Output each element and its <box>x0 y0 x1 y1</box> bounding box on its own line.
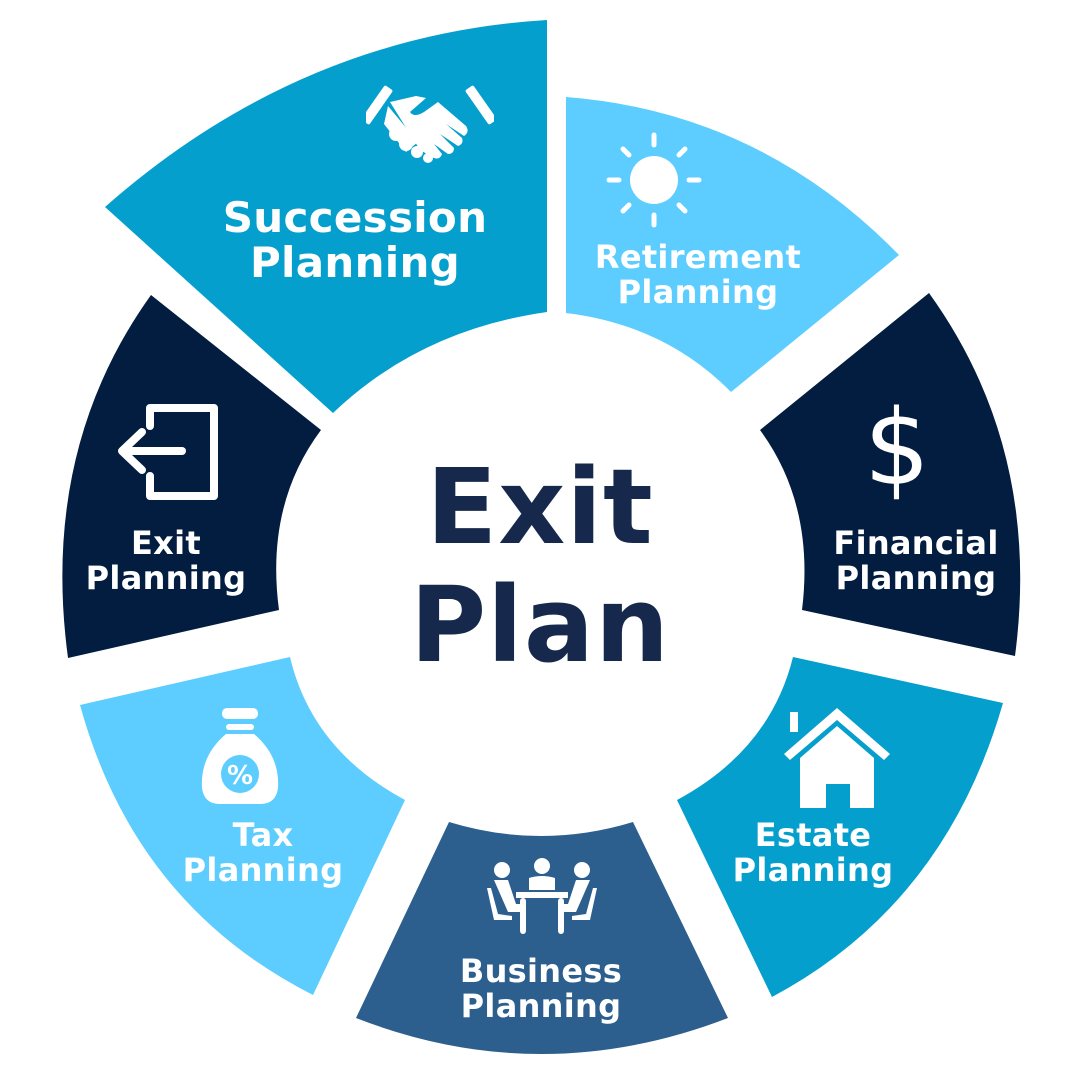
segment-estate <box>677 657 1003 997</box>
label-exit-line1: Exit <box>131 524 201 562</box>
label-estate: Estate Planning <box>733 818 894 887</box>
label-financial-line2: Planning <box>835 558 997 597</box>
handshake-icon <box>366 85 494 163</box>
label-business: Business Planning <box>460 954 622 1023</box>
segment-financial <box>760 293 1021 656</box>
label-estate-line1: Estate <box>754 816 872 854</box>
label-retirement-line1: Retirement <box>594 238 802 276</box>
center-title: Exit Plan <box>410 448 670 684</box>
label-tax-line1: Tax <box>232 816 294 854</box>
label-exit-line2: Planning <box>85 558 247 597</box>
money-bag-percent-icon: % <box>201 708 279 804</box>
center-title-line2: Plan <box>409 564 671 686</box>
label-tax: Tax Planning <box>183 818 344 887</box>
label-succession-line2: Planning <box>249 238 461 288</box>
svg-text:%: % <box>227 761 253 791</box>
label-business-line1: Business <box>459 952 623 990</box>
label-financial-line1: Financial <box>833 524 999 562</box>
label-retirement: Retirement Planning <box>595 240 801 309</box>
segment-exit <box>62 295 321 658</box>
dollar-icon: $ <box>863 387 931 509</box>
label-retirement-line2: Planning <box>617 272 779 311</box>
label-succession: Succession Planning <box>223 195 488 286</box>
segment-business <box>356 822 728 1054</box>
label-financial: Financial Planning <box>833 526 998 595</box>
sun-icon <box>606 132 702 228</box>
house-icon <box>784 708 890 808</box>
label-tax-line2: Planning <box>182 850 344 889</box>
label-succession-line1: Succession <box>222 193 488 242</box>
exit-door-icon <box>118 404 218 500</box>
label-estate-line2: Planning <box>732 850 894 889</box>
center-title-line1: Exit <box>426 446 654 568</box>
meeting-table-icon <box>487 858 597 934</box>
segment-tax <box>80 657 405 995</box>
label-business-line2: Planning <box>460 986 622 1025</box>
label-exit: Exit Planning <box>86 526 247 595</box>
